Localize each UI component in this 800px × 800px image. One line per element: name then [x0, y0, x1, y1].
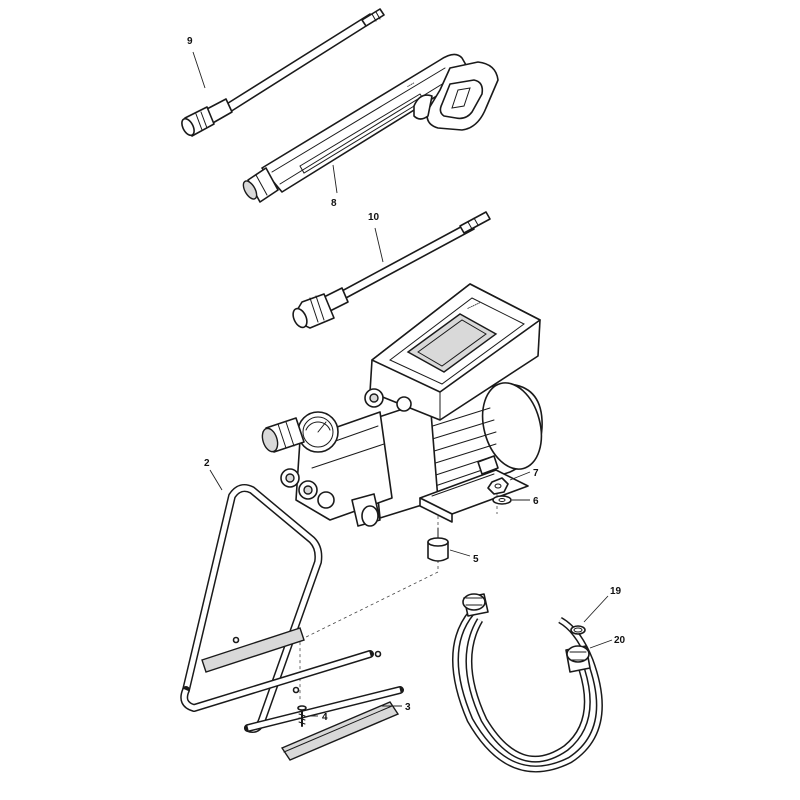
leader-5 [449, 549, 471, 557]
leader-19 [583, 595, 609, 623]
frame-part-2[interactable] [180, 484, 404, 733]
rubber-foot-part-5[interactable] [427, 527, 449, 562]
callout-6: 6 [533, 496, 539, 507]
gun-brand-mark: ---- [406, 81, 416, 90]
lance-short-part-9[interactable] [179, 8, 385, 137]
callout-7: 7 [533, 468, 539, 479]
leader-7 [509, 471, 531, 481]
leader-8 [332, 164, 338, 194]
hose-assembly[interactable] [452, 593, 603, 773]
callout-10: 10 [368, 212, 380, 223]
callout-19: 19 [610, 586, 622, 597]
nut-part-7[interactable] [487, 477, 509, 495]
leader-2 [209, 469, 223, 491]
leader-10 [374, 227, 384, 263]
pump-motor-unit[interactable]: ------- [260, 283, 551, 527]
callout-20: 20 [614, 635, 626, 646]
motor-brand-mark: ------- [466, 300, 481, 311]
lance-turbo-part-10[interactable] [290, 211, 491, 330]
o-ring-part-19[interactable] [570, 625, 586, 635]
callout-5: 5 [473, 554, 479, 565]
callout-9: 9 [187, 36, 193, 47]
washer-part-6[interactable] [492, 495, 512, 505]
leader-9 [192, 51, 206, 89]
align-line-frame [299, 560, 439, 700]
callout-3: 3 [405, 702, 411, 713]
spray-gun-part-8[interactable]: ---- [241, 53, 499, 203]
callout-2: 2 [204, 458, 210, 469]
runner-strip-part-3[interactable] [280, 701, 400, 761]
screw-part-4[interactable] [297, 705, 307, 727]
leader-20 [589, 639, 613, 649]
callout-8: 8 [331, 198, 337, 209]
callout-4: 4 [322, 712, 328, 723]
